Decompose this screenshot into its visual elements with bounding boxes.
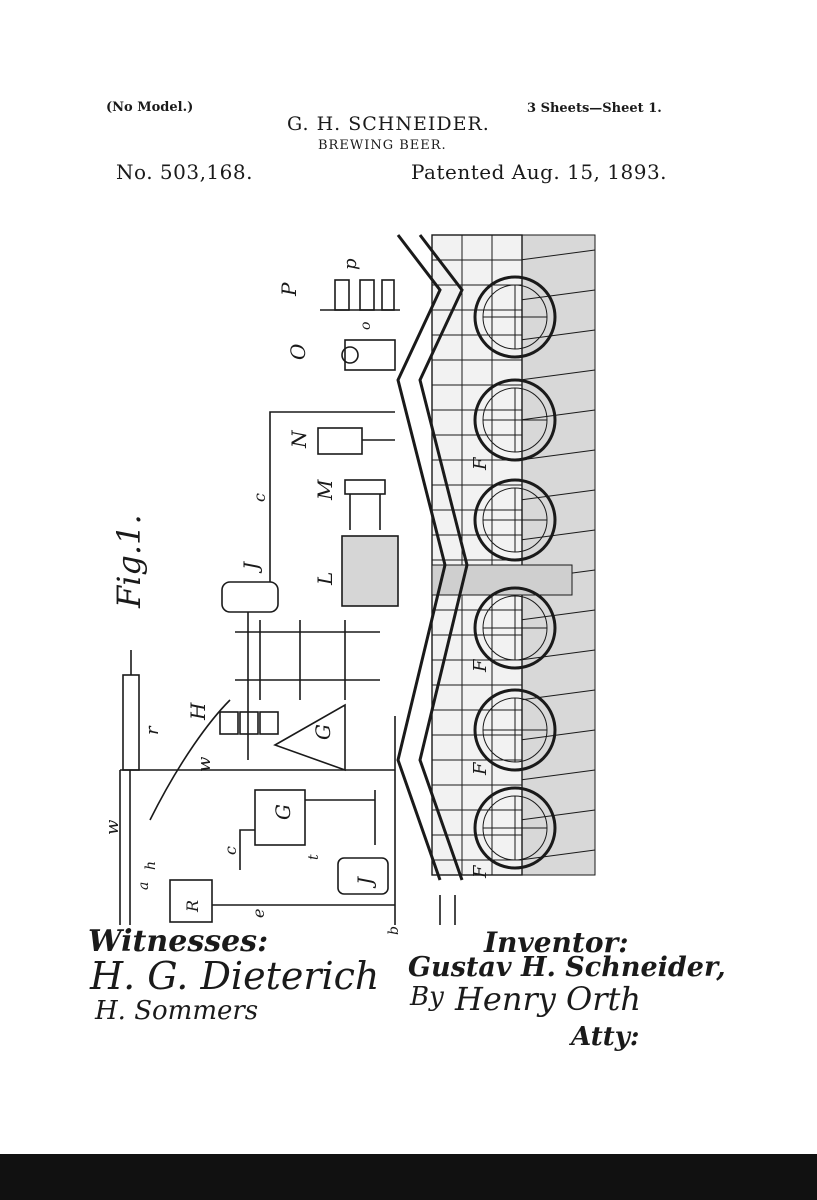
part-label: J <box>239 561 263 574</box>
cask <box>473 688 557 772</box>
part-label: c <box>221 846 240 855</box>
brewing-apparatus <box>119 279 456 925</box>
part-label: w <box>194 756 215 772</box>
cask <box>473 786 557 870</box>
attorney-signature: Henry Orth <box>455 980 641 1018</box>
witnesses-label: Witnesses: <box>88 924 269 959</box>
part-label: O <box>286 344 310 360</box>
part-label: F <box>470 864 491 879</box>
part-label: c <box>250 493 269 502</box>
patented-date: Patented Aug. 15, 1893. <box>411 160 668 184</box>
part-label: e <box>249 909 268 918</box>
part-label: o <box>358 322 374 330</box>
inventor-name-heading: G. H. SCHNEIDER. <box>287 113 490 135</box>
part-label: L <box>313 572 337 586</box>
figure-label: Fig.1. <box>110 514 148 609</box>
part-label: P <box>277 282 301 297</box>
part-label: M <box>313 479 337 501</box>
atty-label: Atty: <box>571 1022 640 1052</box>
part-label: R <box>183 900 202 913</box>
part-label: b <box>386 926 402 935</box>
part-label: F <box>470 456 491 471</box>
part-label: a <box>136 882 152 890</box>
scan-edge-bar <box>0 1154 817 1200</box>
part-label: p <box>340 258 361 270</box>
part-label: w <box>102 819 123 835</box>
patent-title: BREWING BEER. <box>318 138 447 153</box>
by-label: By <box>410 982 444 1012</box>
part-label: G <box>311 724 335 740</box>
sheet-number: 3 Sheets—Sheet 1. <box>527 101 662 116</box>
witness-signature-2: H. Sommers <box>95 996 259 1026</box>
part-label: F <box>470 761 491 776</box>
no-model-label: (No Model.) <box>106 100 194 115</box>
patent-number: No. 503,168. <box>116 160 253 184</box>
inventor-signature: Gustav H. Schneider, <box>408 952 726 983</box>
part-label: N <box>287 429 311 449</box>
part-label: r <box>142 725 163 735</box>
witness-signature-1: H. G. Dieterich <box>90 954 380 998</box>
inclined-conduit <box>396 234 469 881</box>
part-label: J <box>353 876 377 889</box>
part-label: h <box>143 861 159 870</box>
part-label: t <box>306 854 322 860</box>
casks <box>473 275 557 870</box>
cask <box>473 478 557 562</box>
part-label: H <box>186 702 210 721</box>
part-label: G <box>271 804 295 820</box>
cask <box>473 275 557 359</box>
part-label: F <box>470 658 491 673</box>
figure-labels: Fig.1. P p O o N M L J H G G J R F F F F… <box>102 258 491 935</box>
cask <box>473 586 557 670</box>
inventor-label: Inventor: <box>484 926 629 959</box>
cask <box>473 378 557 462</box>
